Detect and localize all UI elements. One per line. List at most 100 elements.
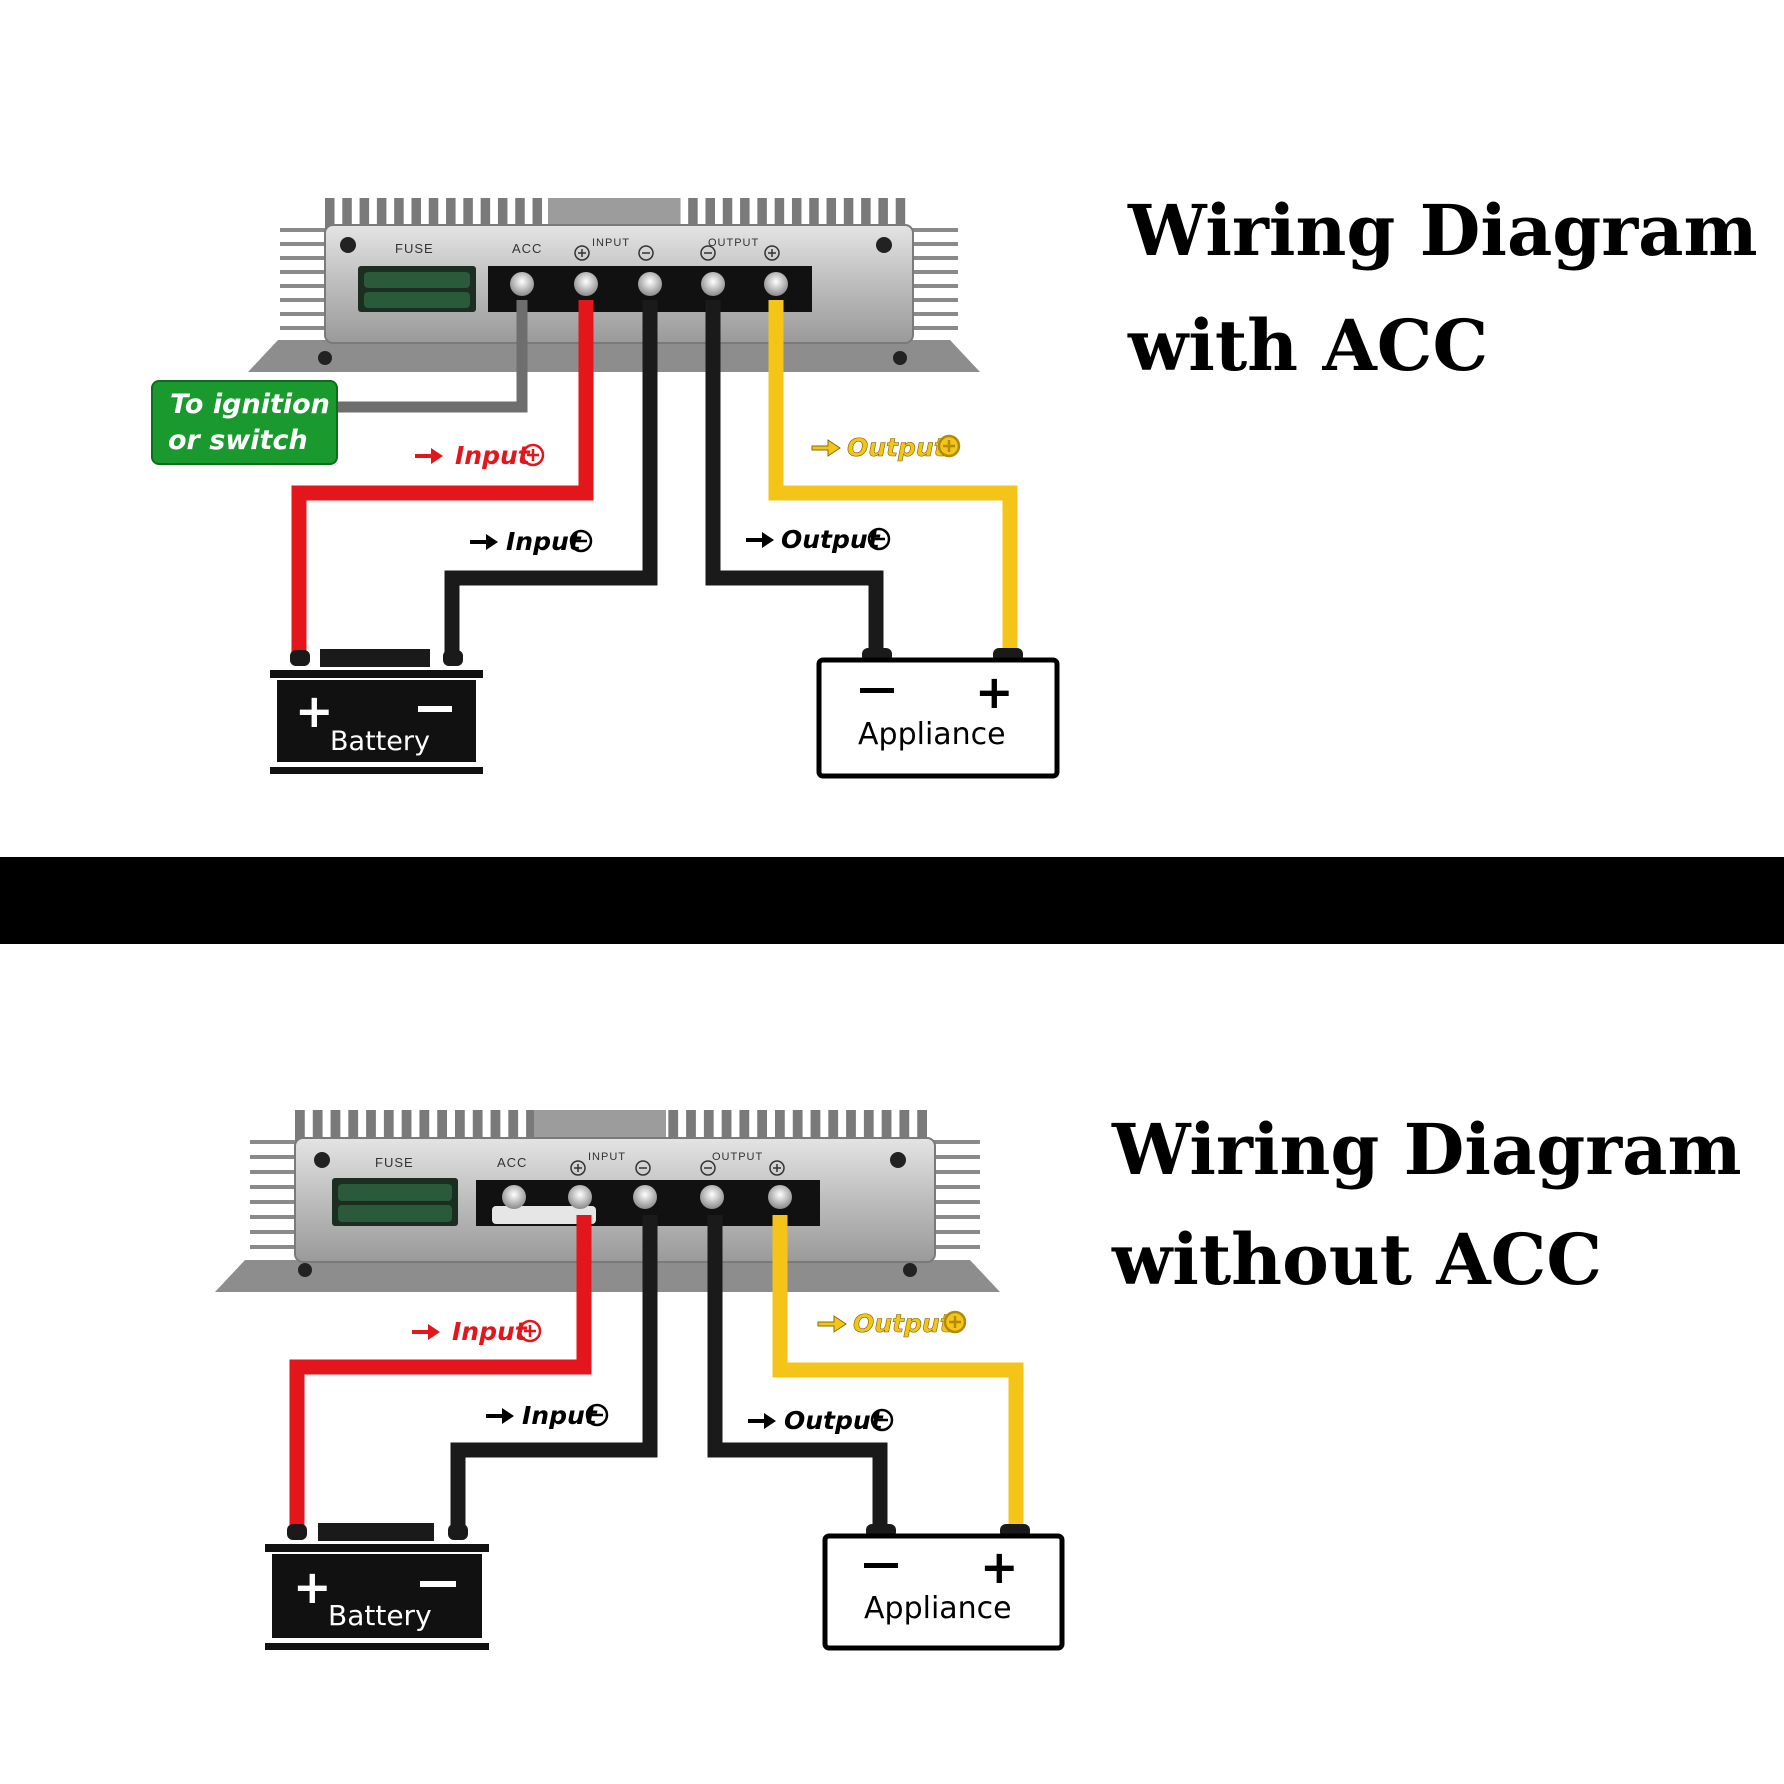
input-label: INPUT: [592, 237, 630, 249]
heatsink-fin: [846, 1110, 856, 1140]
minus-icon: [420, 1581, 456, 1587]
input-positive-label: Input: [455, 441, 531, 470]
heatsink-fin: [463, 198, 473, 228]
output-label: OUTPUT: [708, 237, 759, 249]
heatsink-fin: [908, 312, 958, 316]
output-positive-wire: [772, 1215, 1024, 1532]
heatsink-fin: [705, 198, 715, 228]
plus-icon: +: [975, 665, 1014, 719]
heatsink-fin: [930, 1170, 980, 1174]
acc-label: ACC: [497, 1155, 527, 1170]
heatsink-fin: [721, 1110, 732, 1140]
heatsink-fin: [250, 1140, 300, 1144]
minus-circle-icon: [870, 1408, 894, 1432]
input-negative-wire: [450, 1215, 658, 1530]
plus-icon: +: [293, 1560, 332, 1614]
plus-circle-icon: [521, 443, 545, 467]
diagram-with-acc: FUSE ACC INPUT OUTPUT: [151, 189, 1758, 779]
plus-circle-icon: [943, 1310, 967, 1334]
heatsink-fin: [703, 1110, 714, 1140]
plus-circle-icon: [937, 434, 961, 458]
input-negative-wire: [444, 300, 658, 660]
appliance-label: Appliance: [864, 1591, 1012, 1626]
heatsink-fin: [446, 198, 456, 228]
terminal-screw-icon: [574, 272, 598, 296]
mounting-plate: [248, 340, 980, 372]
heatsink-fin: [908, 256, 958, 260]
arrow-right-icon: [817, 1315, 847, 1333]
heatsink-fin: [515, 198, 525, 228]
heatsink-fin: [312, 1110, 323, 1140]
fuse-label: FUSE: [375, 1155, 414, 1170]
heatsink-fin: [792, 1110, 803, 1140]
heatsink-fin: [930, 1155, 980, 1159]
minus-icon: [864, 1563, 898, 1568]
heatsink-fin: [342, 198, 352, 228]
battery-label: Battery: [330, 726, 430, 757]
top-bracket: [548, 198, 680, 228]
heatsink-fin: [280, 284, 330, 288]
heatsink-fin: [280, 326, 330, 330]
heatsink-fin: [330, 1110, 341, 1140]
heatsink-fin: [863, 1110, 874, 1140]
heatsink-fin: [740, 198, 750, 228]
terminal-screw-icon: [701, 272, 725, 296]
battery: + Battery: [270, 649, 483, 774]
heatsink-fin: [250, 1200, 300, 1204]
heatsink-fin: [899, 1110, 910, 1140]
output-positive-wire: [768, 300, 1018, 658]
heatsink-fin: [775, 1110, 785, 1140]
heatsink-fin: [908, 284, 958, 288]
input-label: INPUT: [588, 1151, 626, 1163]
heatsink-fins: [250, 1110, 980, 1249]
terminal-screw-icon: [502, 1185, 526, 1209]
heatsink-fin: [383, 1110, 394, 1140]
plus-icon: +: [980, 1540, 1019, 1594]
heatsink-fin: [843, 198, 854, 228]
heatsink-fin: [480, 198, 491, 228]
minus-circle-icon: [867, 527, 891, 551]
mount-hole-icon: [340, 237, 356, 253]
output-negative-callout: Output: [746, 525, 891, 554]
terminal-polarity-markers: [570, 1160, 785, 1176]
heatsink-fin: [686, 1110, 696, 1140]
output-negative-callout: Output: [748, 1406, 894, 1435]
heatsink-fin: [497, 198, 508, 228]
mount-hole-icon: [890, 1152, 906, 1168]
terminal-screw-icon: [568, 1185, 592, 1209]
arrow-right-icon: [470, 534, 498, 550]
heatsink-fin: [437, 1110, 447, 1140]
heatsink-fin: [809, 198, 819, 228]
battery: + Battery: [265, 1523, 489, 1650]
heatsink-fin: [532, 198, 543, 228]
arrow-right-icon: [748, 1413, 776, 1429]
heatsink-fin: [508, 1110, 519, 1140]
heatsink-fin: [490, 1110, 501, 1140]
output-positive-callout: Output: [811, 433, 961, 462]
fuse-label: FUSE: [395, 241, 434, 256]
heatsink-fin: [411, 198, 421, 228]
plus-circle-icon: [518, 1319, 542, 1343]
heatsink-fin: [348, 1110, 359, 1140]
input-negative-callout: Input: [486, 1401, 609, 1430]
heatsink-fin: [908, 270, 958, 274]
mount-hole-icon: [298, 1263, 312, 1277]
input-negative-callout: Input: [470, 527, 593, 556]
ignition-switch-badge: To ignition or switch: [151, 380, 338, 465]
diagram-title-line2: with ACC: [1127, 304, 1488, 387]
acc-wire: [338, 300, 528, 413]
wires: [291, 300, 1018, 660]
heatsink-fin: [428, 198, 439, 228]
mounting-plate: [215, 1260, 1000, 1292]
input-positive-wire: [289, 1215, 592, 1530]
heatsink-fin: [930, 1185, 980, 1189]
terminal-screw-icon: [633, 1185, 657, 1209]
top-bracket: [534, 1110, 666, 1140]
heatsink-fin: [250, 1230, 300, 1234]
diagram-without-acc: FUSE ACC INPUT OUTPUT: [215, 1108, 1742, 1651]
heatsink-fin: [908, 298, 958, 302]
fuse-icon: [332, 1178, 458, 1226]
ignition-label-line2: or switch: [168, 425, 308, 456]
mount-hole-icon: [876, 237, 892, 253]
